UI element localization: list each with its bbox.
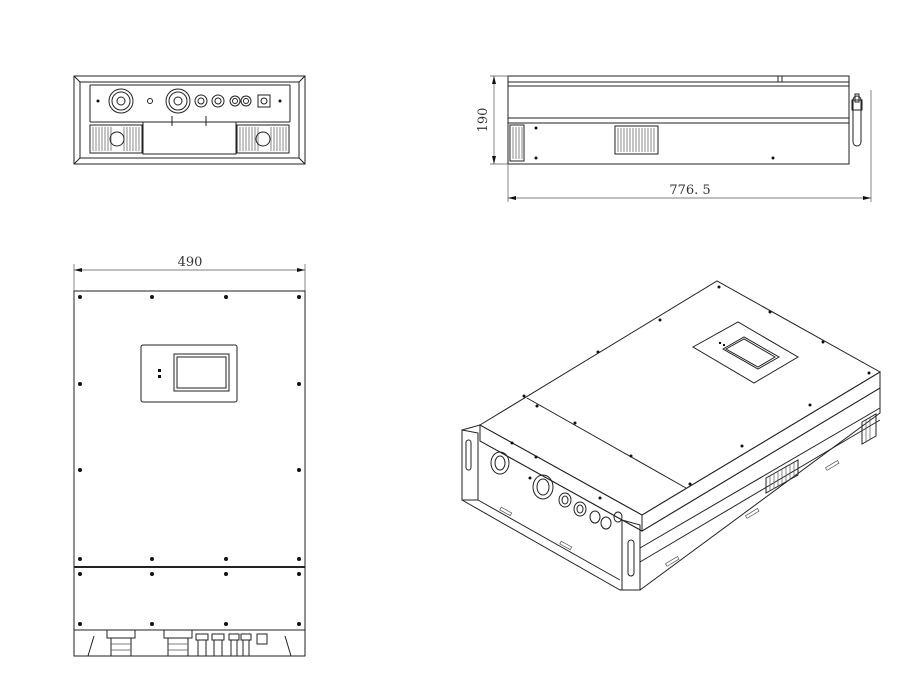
front-connectors xyxy=(87,629,292,657)
connector-group xyxy=(96,88,282,114)
height-dimension-label: 190 xyxy=(476,108,491,133)
side-view: 190 776. 5 xyxy=(476,75,872,202)
front-view: 490 xyxy=(73,255,306,657)
bottom-view xyxy=(73,75,306,165)
iso-vent-side xyxy=(765,413,877,494)
isometric-view xyxy=(461,280,881,591)
fan-vent-right xyxy=(236,124,290,154)
depth-dimension-label: 776. 5 xyxy=(669,183,710,198)
iso-connectors xyxy=(490,441,623,530)
display-panel xyxy=(140,344,238,403)
fan-vent-left xyxy=(89,124,143,154)
width-dimension-label: 490 xyxy=(178,255,203,270)
